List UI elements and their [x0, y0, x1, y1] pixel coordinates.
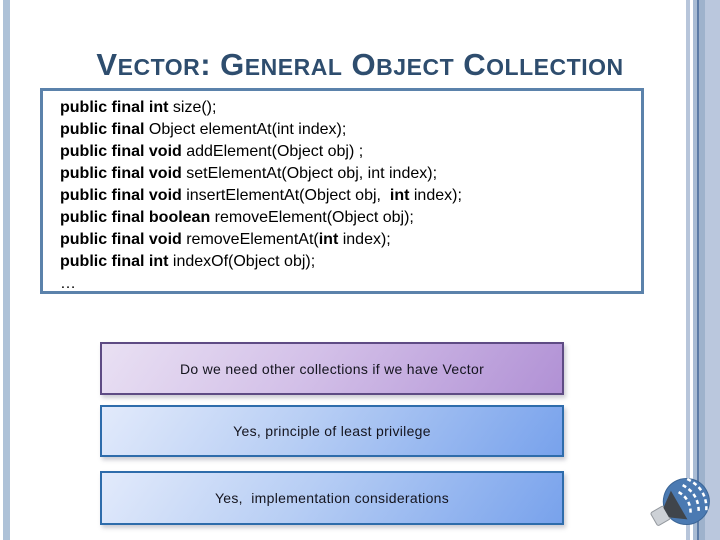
- right-stripe: [693, 0, 697, 540]
- callout-label: Do we need other collections if we have …: [179, 360, 485, 377]
- code-line: public final int indexOf(Object obj);: [60, 253, 316, 270]
- left-border-stripe: [3, 0, 10, 540]
- code-line: public final Object elementAt(int index)…: [60, 121, 347, 138]
- code-panel: public final int size(); public final Obj…: [40, 88, 644, 294]
- code-line: public final void insertElementAt(Object…: [60, 187, 462, 204]
- callout-label: Yes, principle of least privilege: [233, 423, 431, 439]
- code-line: public final void addElement(Object obj)…: [60, 143, 364, 160]
- code-line: public final int size();: [60, 99, 217, 116]
- code-line: …: [60, 275, 76, 292]
- audio-speaker-icon[interactable]: [650, 468, 714, 532]
- right-stripe: [697, 0, 699, 540]
- callout-box-implementation: Yes, implementation considerations: [100, 471, 564, 525]
- right-stripe: [699, 0, 705, 540]
- callout-box-least-privilege: Yes, principle of least privilege: [100, 405, 564, 457]
- page-title: VECTOR: GENERAL OBJECT COLLECTION: [96, 47, 624, 83]
- speaker-horn: [663, 490, 688, 520]
- callout-label: Yes, implementation considerations: [214, 490, 450, 506]
- callout-box-question: Do we need other collections if we have …: [100, 342, 564, 395]
- sound-wave: [686, 477, 708, 513]
- sound-wave: [682, 484, 700, 513]
- sound-wave: [677, 491, 692, 513]
- code-line: public final void setElementAt(Object ob…: [60, 165, 438, 182]
- code-line: public final void removeElementAt(int in…: [60, 231, 391, 248]
- right-stripe: [686, 0, 690, 540]
- right-stripe: [705, 0, 720, 540]
- code-line: public final boolean removeElement(Objec…: [60, 209, 414, 226]
